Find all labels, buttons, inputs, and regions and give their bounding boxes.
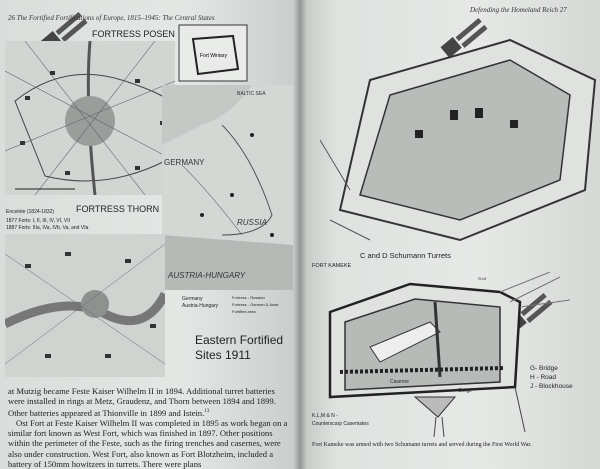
legend-german-fortress: Fortress - German & Austr (232, 302, 279, 307)
thorn-legend-1877: 1877 Forts: I, II, III, IV, VI, VII (6, 218, 71, 224)
book-gutter (293, 0, 307, 469)
thorn-legend: 1877 Forts: I, II, III, IV, VI, VII 1887… (6, 218, 88, 232)
map-caption-line2: Sites 1911 (195, 348, 251, 362)
legend-germany: Germany (182, 296, 203, 302)
russia-label: RUSSIA (237, 218, 267, 227)
map-legend: Germany Austria-Hungary (182, 296, 218, 310)
germany-label: GERMANY (164, 158, 205, 167)
north-label: Nord (477, 276, 487, 281)
casemates-line1: K,L,M & N - (312, 413, 338, 419)
paragraph-text: at Mutzig became Feste Kaiser Wilhelm II… (8, 386, 276, 418)
casemates-label: K,L,M & N - Counterscarp Casemates (312, 412, 369, 428)
legend-austria: Austria-Hungary (182, 303, 219, 309)
schumann-fort-plan (319, 38, 597, 242)
map-caption: Eastern Fortified Sites 1911 (195, 333, 283, 363)
fort-winiary-label: Fort Winiary (200, 53, 227, 59)
running-header-left: 26 The Fortified Fortifications of Europ… (8, 14, 215, 22)
austria-label: AUSTRIA-HUNGARY (167, 271, 246, 280)
plan-legend: G- Bridge H - Road J - Blockhouse (530, 364, 573, 391)
left-page: 26 The Fortified Fortifications of Europ… (0, 0, 302, 469)
map-caption-line1: Eastern Fortified (195, 333, 284, 347)
fort-winiary-inset: Fort Winiary (178, 24, 248, 82)
body-text: at Mutzig became Feste Kaiser Wilhelm II… (8, 386, 291, 469)
paragraph: at Mutzig became Feste Kaiser Wilhelm II… (8, 386, 291, 418)
legend-fortified-area: Fortified area (232, 309, 256, 314)
baltic-label: BALTIC SEA (237, 91, 266, 97)
thorn-title: FORTRESS THORN (76, 204, 160, 214)
right-page: Defending the Homeland Reich 27 C and D … (300, 0, 600, 469)
thorn-legend-1887: 1887 Forts: IIIa, IVa, IVb, Va, and VIa (6, 225, 89, 231)
legend-bridge: G- Bridge (530, 365, 558, 372)
legend-russian-fortress: Fortress - Russian (232, 295, 265, 300)
fort-kameke-title: FORT KAMEKE (312, 263, 352, 269)
casemates-line2: Counterscarp Casemates (312, 421, 369, 427)
caserne-label: Caserne (390, 379, 409, 385)
paragraph: Ost Fort at Feste Kaiser Wilhelm II was … (8, 417, 288, 469)
thorn-legend-enceinte: Enceinte (1824-1832) (6, 209, 55, 215)
kameke-caption: Fort Kameke was armed with two Schumann … (312, 442, 532, 448)
map-legend-fortress: Fortress - Russian Fortress - German & A… (232, 294, 279, 315)
eastern-europe-map: BALTIC SEA GERMANY RUSSIA AUSTRIA-HUNGAR… (162, 85, 293, 290)
footnote-mark: 13 (204, 408, 210, 414)
running-header-right: Defending the Homeland Reich 27 (470, 6, 567, 14)
gorge-label: Gorge (458, 388, 472, 394)
legend-blockhouse: J - Blockhouse (530, 383, 573, 390)
turrets-caption: C and D Schumann Turrets (360, 251, 451, 260)
thorn-map (5, 234, 165, 377)
posen-map (5, 41, 175, 195)
legend-road: H - Road (530, 374, 557, 381)
posen-title: FORTRESS POSEN (92, 29, 175, 39)
